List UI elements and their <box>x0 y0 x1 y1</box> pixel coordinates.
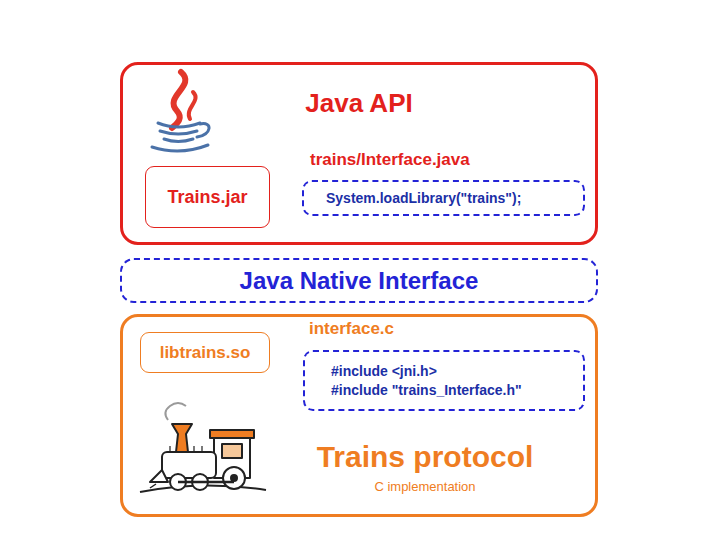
cup-line <box>158 123 200 127</box>
box-title: Java API <box>305 89 412 119</box>
code-line: System.loadLibrary("trains"); <box>304 190 583 206</box>
c-impl-box: Trains protocol C implementation libtrains… <box>120 314 598 517</box>
cowcatcher <box>150 470 168 482</box>
file-name: trains/Interface.java <box>310 150 470 170</box>
wheel-hub <box>231 475 237 481</box>
band-title: Java Native Interface <box>240 267 479 295</box>
train-drawing <box>140 403 266 492</box>
file-name: interface.c <box>309 319 394 339</box>
file-name: Trains.jar <box>167 187 247 208</box>
cup-line <box>164 139 193 142</box>
source-box: #include <jni.h> #include "trains_Interfa… <box>303 317 585 411</box>
jar-box: Trains.jar <box>145 166 270 228</box>
code-line: #include "trains_Interface.h" <box>305 382 583 398</box>
dashed-frame: #include <jni.h> #include "trains_Interfa… <box>303 350 585 411</box>
java-api-box: Java API Trains.jar System.loadLibrary("tr… <box>120 62 598 245</box>
saucer <box>152 145 208 151</box>
dashed-frame: System.loadLibrary("trains"); <box>302 180 585 216</box>
steam <box>189 92 196 119</box>
smoke <box>165 403 186 420</box>
boiler <box>162 452 216 478</box>
cup-line <box>160 131 197 134</box>
box-subtitle: C implementation <box>374 480 475 495</box>
source-box: System.loadLibrary("trains"); trains/Inte… <box>302 150 585 216</box>
cab-window <box>222 444 242 458</box>
file-name: libtrains.so <box>160 343 251 363</box>
cup-handle <box>197 124 209 137</box>
steam <box>172 72 185 128</box>
code-line: #include <jni.h> <box>305 363 583 379</box>
java-logo <box>152 72 209 151</box>
wheel-rod <box>178 481 234 484</box>
cab-roof <box>210 430 254 438</box>
box-title: Trains protocol <box>317 440 534 475</box>
chimney <box>172 424 192 452</box>
lib-box: libtrains.so <box>140 332 270 373</box>
wheel <box>223 467 245 489</box>
jni-band: Java Native Interface <box>120 258 598 303</box>
